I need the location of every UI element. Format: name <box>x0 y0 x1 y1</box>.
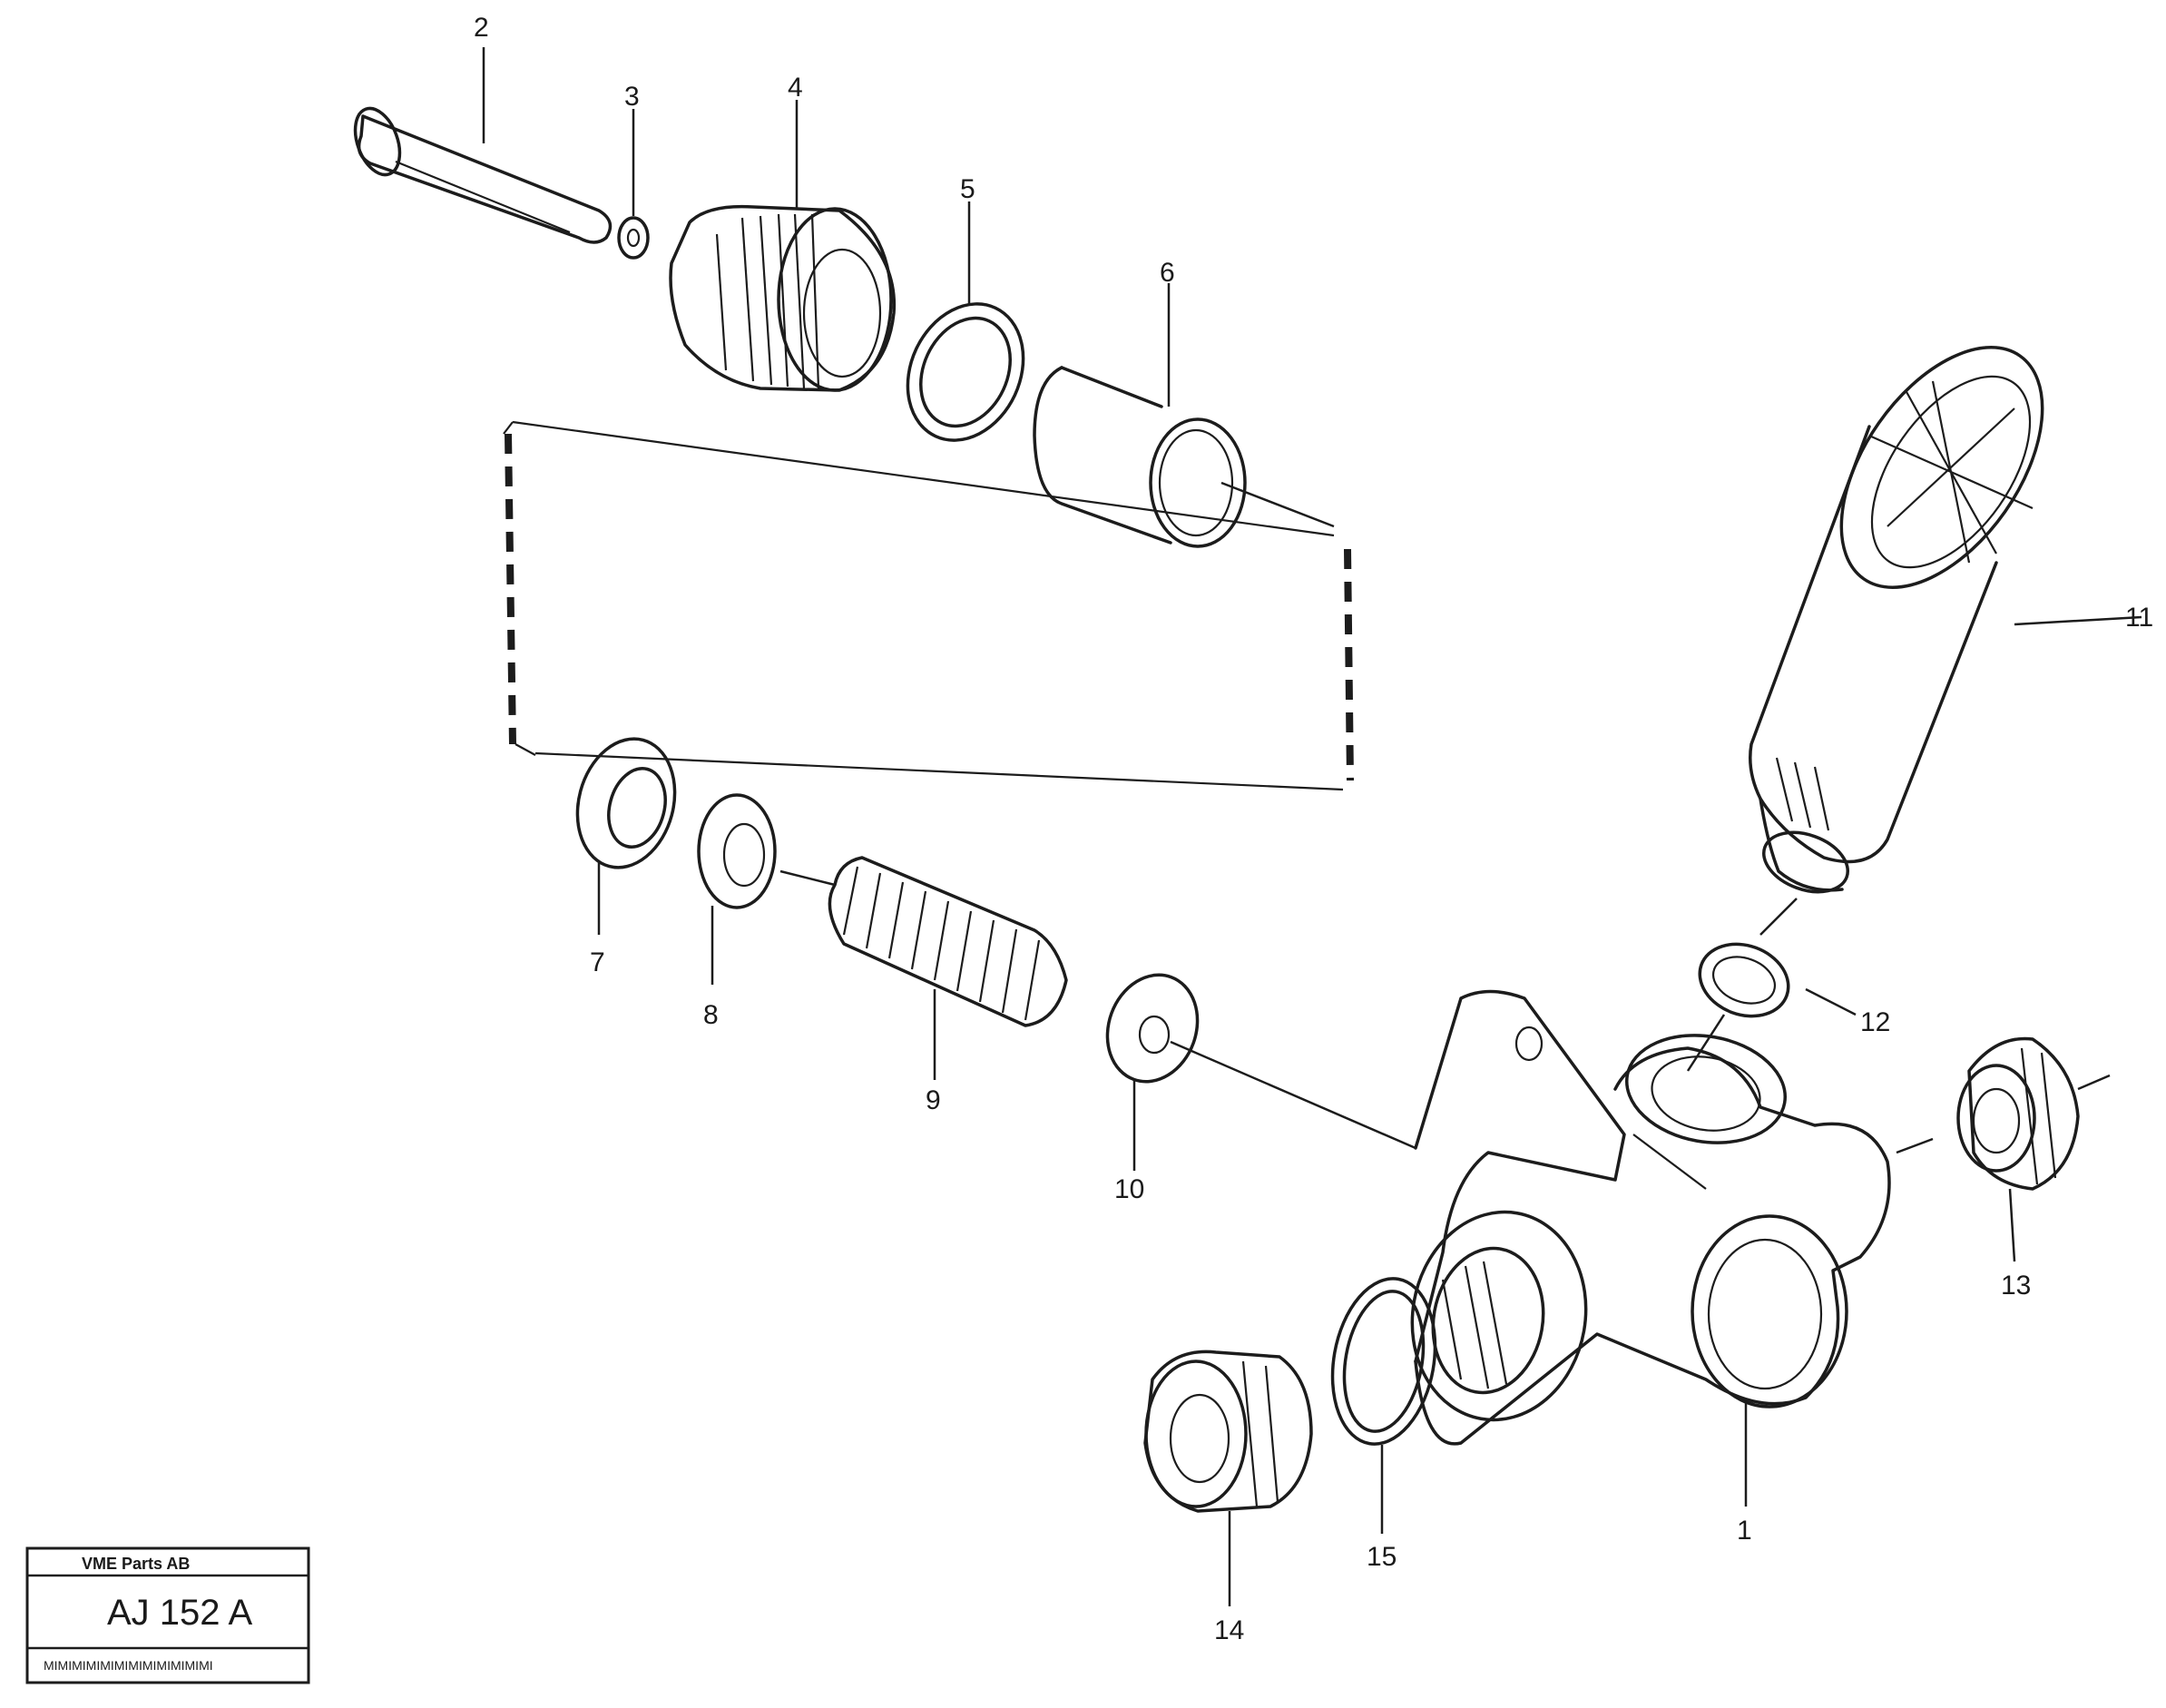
callout-8: 8 <box>703 1000 719 1030</box>
part-o-ring-12 <box>1686 942 1790 1072</box>
callout-2-top: 2 <box>474 13 489 43</box>
part-washer-small <box>617 216 650 260</box>
callout-4: 4 <box>788 73 803 103</box>
reference-code: AJ 152 A <box>107 1593 252 1633</box>
callout-13: 13 <box>2001 1271 2031 1301</box>
part-bushing <box>697 793 836 909</box>
part-housing <box>1410 989 1934 1446</box>
callout-3-top: 3 <box>624 82 640 112</box>
callout-9: 9 <box>926 1085 941 1115</box>
callout-14: 14 <box>1214 1615 1244 1645</box>
reference-header: VME Parts AB <box>82 1555 190 1573</box>
part-filter-cartridge <box>1749 346 2044 936</box>
callout-12: 12 <box>1860 1007 1890 1037</box>
reference-footer: MIMIMIMIMIMIMIMIMIMIMIMI <box>44 1658 213 1673</box>
callout-6: 6 <box>1160 258 1175 288</box>
callout-11: 11 <box>2125 603 2153 633</box>
callout-1: 1 <box>1737 1516 1752 1546</box>
callout-10: 10 <box>1114 1174 1144 1204</box>
callout-7: 7 <box>590 947 605 977</box>
callout-5: 5 <box>960 174 975 204</box>
part-fitting-13 <box>1956 1036 2111 1191</box>
assembly-indicator-frame <box>503 420 1354 791</box>
part-washer-10 <box>1105 973 1416 1150</box>
part-plug-14 <box>1143 1350 1313 1513</box>
leader-lines <box>482 47 2142 1606</box>
part-seal-ring <box>575 737 677 869</box>
part-o-ring-15 <box>1330 1277 1437 1446</box>
part-o-ring-top <box>906 302 1025 442</box>
part-pin <box>353 106 613 244</box>
part-threaded-nut <box>669 204 897 392</box>
part-spring <box>828 856 1068 1027</box>
part-sleeve <box>1033 366 1335 548</box>
callout-15: 15 <box>1367 1542 1397 1572</box>
reference-box: VME Parts AB AJ 152 A MIMIMIMIMIMIMIMIMI… <box>25 1546 310 1684</box>
